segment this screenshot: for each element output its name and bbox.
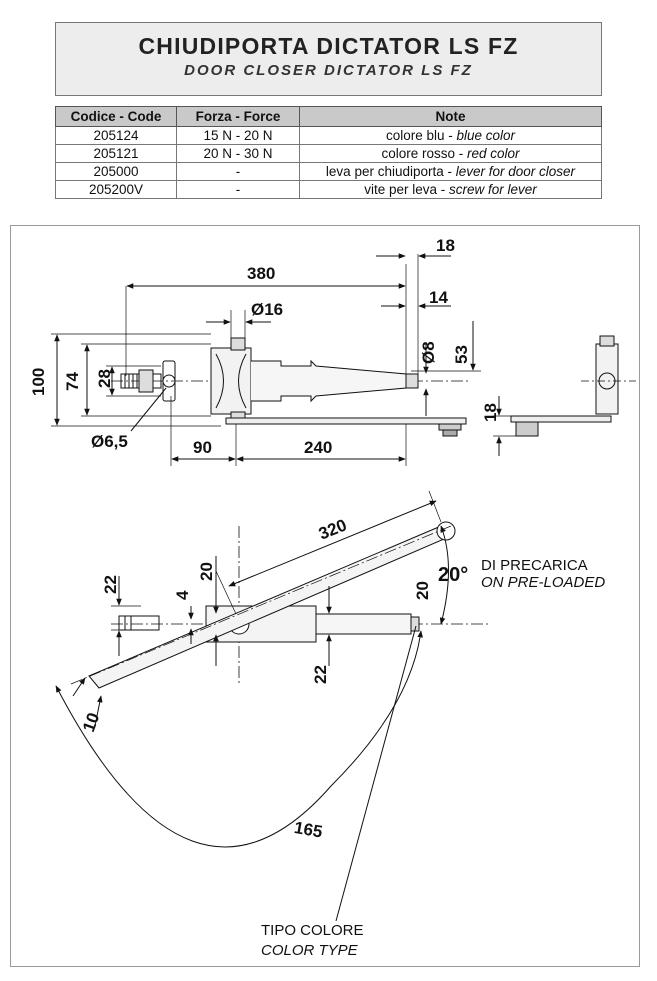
- note-english: lever for door closer: [455, 164, 576, 179]
- cell-code: 205121: [55, 144, 177, 163]
- page-subtitle: DOOR CLOSER DICTATOR LS FZ: [184, 62, 473, 79]
- note-english: red color: [467, 146, 520, 161]
- dim-100: 100: [29, 367, 48, 396]
- lever-view: [55, 490, 491, 922]
- column-header-force: Forza - Force: [176, 106, 300, 127]
- dim-20-lever: 20: [197, 562, 216, 581]
- top-view: [51, 253, 481, 466]
- cell-force: 15 N - 20 N: [176, 126, 300, 145]
- dim-18-side: 18: [481, 403, 500, 422]
- table-header-row: Codice - Code Forza - Force Note: [55, 106, 602, 127]
- dim-90: 90: [193, 438, 212, 457]
- note-separator: -: [443, 164, 456, 179]
- side-view: [493, 335, 636, 456]
- note-separator: -: [444, 128, 457, 143]
- cell-force: -: [176, 162, 300, 181]
- color-type-label-it: TIPO COLORE: [261, 922, 364, 939]
- table-row: 205124 15 N - 20 N colore blu - blue col…: [55, 126, 602, 145]
- note-english: blue color: [456, 128, 516, 143]
- cell-note: colore rosso - red color: [299, 144, 602, 163]
- cell-force: -: [176, 180, 300, 199]
- dim-22-left: 22: [101, 575, 120, 594]
- cell-code: 205200V: [55, 180, 177, 199]
- table-row: 205000 - leva per chiudiporta - lever fo…: [55, 162, 602, 181]
- dim-d16: Ø16: [251, 300, 284, 319]
- note-english: screw for lever: [449, 182, 537, 197]
- dim-d8: Ø8: [419, 341, 438, 364]
- cell-code: 205124: [55, 126, 177, 145]
- note-separator: -: [437, 182, 449, 197]
- technical-drawing: 18 380 14 Ø16 Ø8 53 100 74 28 18 Ø6,5 90…: [10, 225, 640, 967]
- dim-d6-5: Ø6,5: [91, 432, 128, 451]
- dim-20-angle: 20°: [438, 564, 469, 586]
- column-header-note: Note: [299, 106, 602, 127]
- color-type-label-en: COLOR TYPE: [261, 942, 358, 959]
- cell-code: 205000: [55, 162, 177, 181]
- dim-22-mid: 22: [311, 665, 330, 684]
- preload-label-it: DI PRECARICA: [481, 557, 588, 574]
- cell-force: 20 N - 30 N: [176, 144, 300, 163]
- cell-note: colore blu - blue color: [299, 126, 602, 145]
- page-title: CHIUDIPORTA DICTATOR LS FZ: [138, 33, 519, 59]
- note-italian: vite per leva: [364, 182, 437, 197]
- dim-74: 74: [63, 372, 82, 391]
- table-row: 205200V - vite per leva - screw for leve…: [55, 180, 602, 199]
- note-italian: colore rosso: [381, 146, 455, 161]
- product-table: Codice - Code Forza - Force Note 205124 …: [55, 106, 602, 199]
- note-italian: leva per chiudiporta: [325, 164, 444, 179]
- dim-380: 380: [247, 264, 276, 283]
- note-italian: colore blu: [385, 128, 445, 143]
- dim-28: 28: [95, 369, 114, 388]
- dim-4: 4: [173, 590, 192, 600]
- dim-18-top: 18: [436, 236, 455, 255]
- cell-note: leva per chiudiporta - lever for door cl…: [299, 162, 602, 181]
- table-row: 205121 20 N - 30 N colore rosso - red co…: [55, 144, 602, 163]
- note-separator: -: [455, 146, 467, 161]
- column-header-code: Codice - Code: [55, 106, 177, 127]
- dim-20-right: 20: [413, 581, 432, 600]
- dim-53: 53: [452, 345, 471, 364]
- cell-note: vite per leva - screw for lever: [299, 180, 602, 199]
- preload-label-en: ON PRE-LOADED: [481, 574, 606, 591]
- title-box: CHIUDIPORTA DICTATOR LS FZ DOOR CLOSER D…: [55, 22, 602, 96]
- dim-14: 14: [429, 288, 448, 307]
- dim-240: 240: [304, 438, 333, 457]
- drawing-svg: [51, 253, 636, 922]
